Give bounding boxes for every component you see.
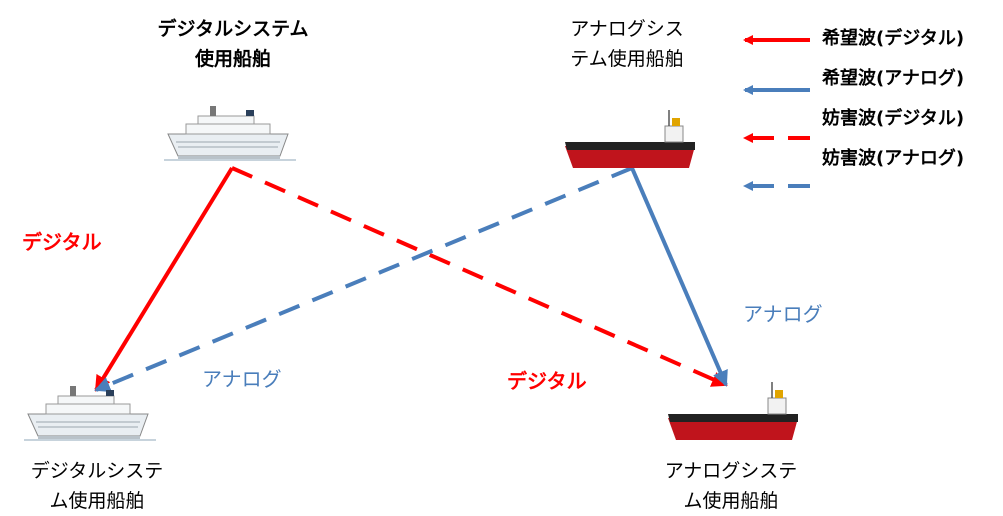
ship-caption-analog-rx: アナログシステ ム使用船舶 bbox=[638, 456, 824, 516]
ship-caption-analog-tx: アナログシス テム使用船舶 bbox=[552, 14, 702, 74]
ship-caption-digital-tx: デジタルシステム 使用船舶 bbox=[148, 14, 318, 74]
legend-label-digital-desired: 希望波(デジタル) bbox=[822, 28, 965, 49]
digital-interference-arrow bbox=[231, 166, 728, 387]
digital-desired-arrow bbox=[94, 166, 234, 392]
analog-interference-arrow bbox=[94, 166, 633, 393]
ship-caption-line: 使用船舶 bbox=[194, 48, 271, 70]
link-label-digital-desired: デジタル bbox=[22, 230, 102, 254]
link-label-analog-desired: アナログ bbox=[743, 302, 823, 326]
ship-caption-line: アナログシステ bbox=[664, 460, 798, 482]
ship-caption-line: ム使用船舶 bbox=[49, 490, 145, 512]
ship-caption-digital-rx: デジタルシステ ム使用船舶 bbox=[4, 456, 190, 516]
ship-caption-line: デジタルシステム bbox=[157, 18, 309, 40]
ship-caption-line: アナログシス bbox=[570, 18, 684, 40]
legend-label-analog-interference: 妨害波(アナログ) bbox=[822, 148, 965, 169]
ship-caption-line: デジタルシステ bbox=[30, 460, 164, 482]
passenger-ship-icon bbox=[24, 386, 156, 441]
link-label-digital-interference: デジタル bbox=[507, 369, 587, 393]
legend-label-digital-interference: 妨害波(デジタル) bbox=[822, 108, 965, 129]
analog-desired-arrow bbox=[630, 167, 728, 387]
passenger-ship-icon bbox=[164, 106, 296, 161]
ship-caption-line: ム使用船舶 bbox=[683, 490, 779, 512]
tanker-ship-icon bbox=[668, 382, 798, 440]
tanker-ship-icon bbox=[565, 110, 695, 168]
ship-caption-line: テム使用船舶 bbox=[570, 48, 684, 70]
legend-label-analog-desired: 希望波(アナログ) bbox=[822, 68, 965, 89]
link-label-analog-interference: アナログ bbox=[202, 367, 282, 391]
